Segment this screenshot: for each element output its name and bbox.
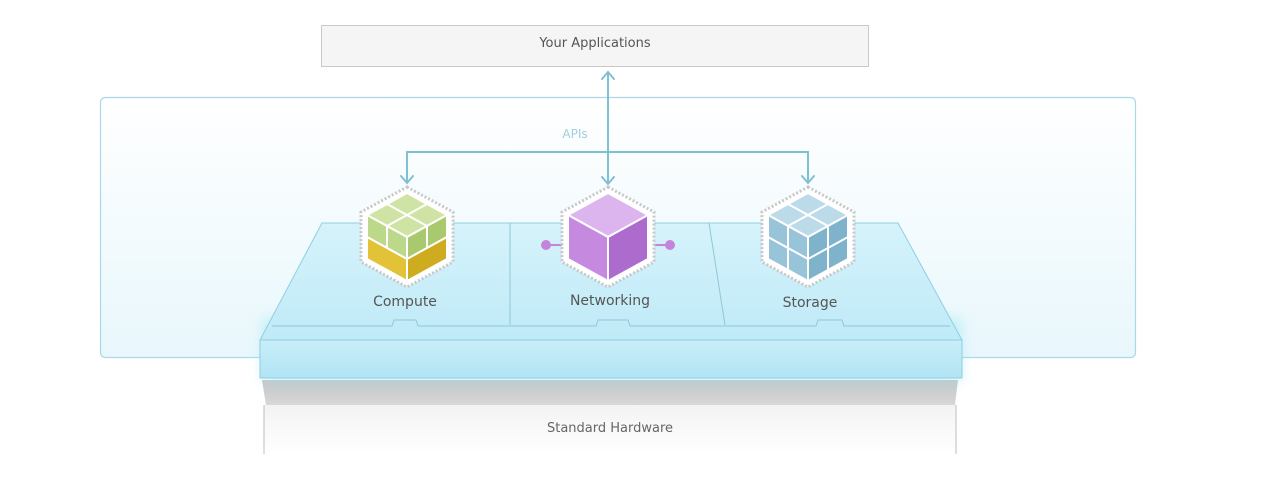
compute-cube-icon — [359, 185, 455, 289]
platform-divider-2 — [708, 222, 726, 326]
hardware-label: Standard Hardware — [546, 421, 674, 436]
arrow-down-storage-icon — [801, 175, 815, 185]
compute-label: Compute — [373, 294, 437, 310]
applications-box — [321, 25, 869, 67]
storage-label: Storage — [782, 295, 838, 311]
networking-label: Networking — [569, 293, 651, 309]
hardware-top-face — [262, 380, 958, 405]
arrow-up-icon — [601, 70, 615, 80]
platform-notch-line — [272, 319, 950, 327]
arrow-down-networking-icon — [601, 176, 615, 186]
applications-label: Your Applications — [539, 36, 651, 51]
storage-cube-icon — [760, 185, 856, 289]
networking-cube-icon — [541, 185, 675, 289]
arrow-down-compute-icon — [400, 175, 414, 185]
hardware-box — [264, 405, 956, 454]
api-connectors — [406, 72, 809, 183]
api-arrowheads — [400, 70, 815, 186]
platform-front-face — [259, 339, 963, 379]
apis-label: APIs — [562, 127, 588, 141]
